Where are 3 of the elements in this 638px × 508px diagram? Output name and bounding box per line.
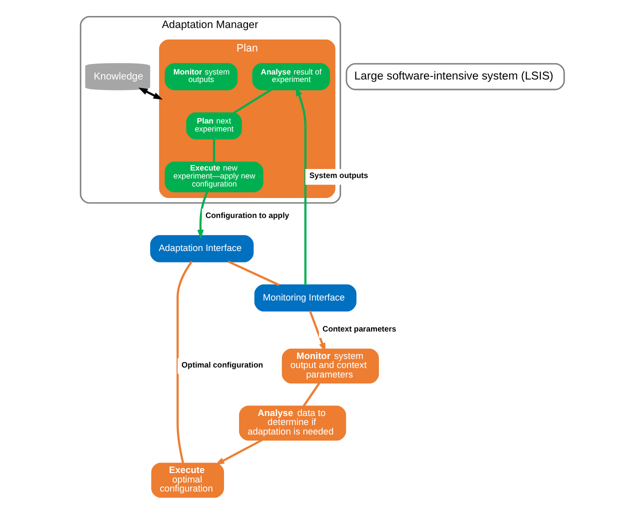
edge-label: Context parameters: [322, 324, 396, 334]
edge-label: Optimal configuration: [181, 360, 263, 370]
edge-label: Configuration to apply: [204, 210, 289, 220]
